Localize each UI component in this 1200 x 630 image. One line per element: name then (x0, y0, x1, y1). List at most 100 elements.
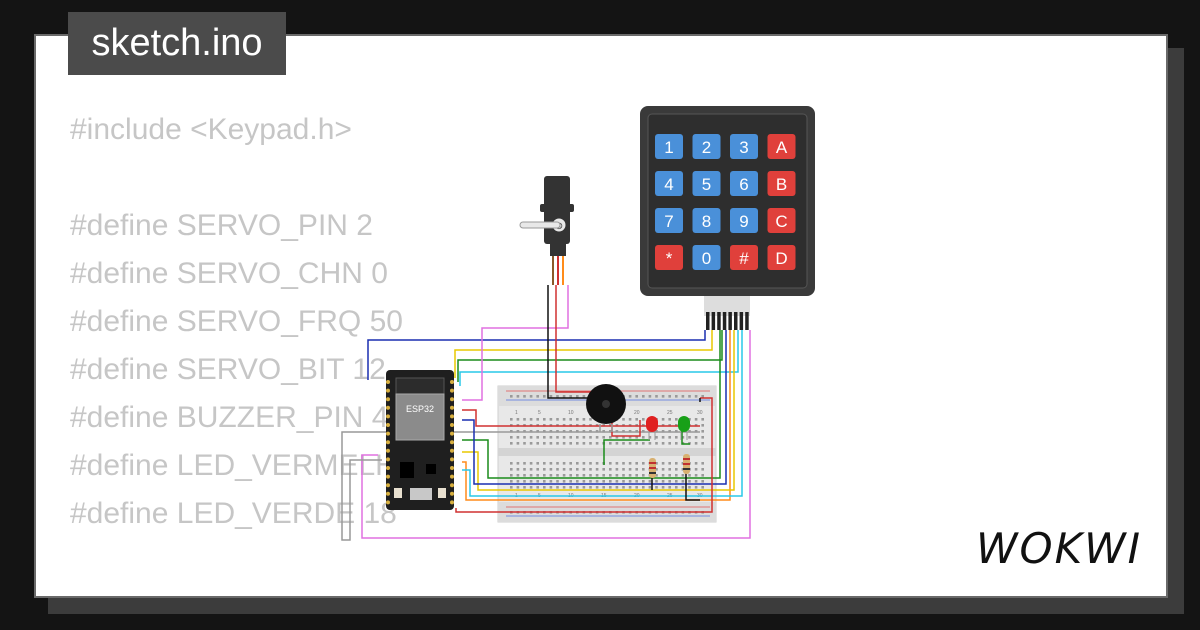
breadboard-hole (615, 468, 619, 471)
connector-pin (728, 312, 732, 330)
breadboard-hole (556, 486, 559, 489)
keypad-key-label: 8 (702, 212, 711, 231)
breadboard-hole (648, 442, 652, 445)
breadboard-hole (549, 474, 553, 477)
breadboard-hole (701, 462, 704, 465)
breadboard-hole (529, 468, 533, 471)
breadboard-hole (536, 395, 539, 398)
breadboard-hole (556, 462, 559, 465)
code-line: #define SERVO_PIN 2 (70, 209, 373, 242)
keypad-key-label: B (776, 175, 787, 194)
breadboard-hole (562, 468, 566, 471)
keypad-key: C (767, 208, 796, 233)
keypad-key-label: C (775, 212, 787, 231)
breadboard-hole (635, 395, 638, 398)
breadboard-hole (523, 442, 526, 445)
breadboard-hole (543, 395, 546, 398)
breadboard-hole (675, 462, 678, 465)
breadboard-hole (510, 462, 513, 465)
keypad-connector (706, 312, 749, 330)
resistor (649, 458, 656, 478)
breadboard-hole (549, 395, 553, 398)
breadboard-hole (595, 468, 599, 471)
breadboard-hole (529, 395, 533, 398)
breadboard-hole (642, 418, 645, 421)
breadboard-hole (543, 474, 546, 477)
breadboard-hole (556, 418, 559, 421)
breadboard-hole (668, 395, 671, 398)
keypad-key-label: 0 (702, 249, 711, 268)
esp32-pin (450, 483, 454, 488)
breadboard-hole (569, 462, 572, 465)
esp32-pin (386, 423, 390, 427)
breadboard-hole (595, 474, 599, 477)
breadboard-hole (510, 474, 513, 477)
keypad-key-label: 1 (664, 138, 673, 157)
breadboard-hole (589, 468, 592, 471)
breadboard-hole (576, 436, 579, 439)
keypad-key: * (655, 245, 683, 270)
breadboard-hole (622, 486, 625, 489)
breadboard-hole (701, 474, 704, 477)
breadboard-hole (688, 418, 691, 421)
breadboard-hole (609, 486, 612, 489)
breadboard-hole (510, 468, 513, 471)
breadboard-hole (681, 486, 685, 489)
breadboard-hole (523, 395, 526, 398)
breadboard-hole (635, 486, 638, 489)
breadboard-hole (602, 480, 605, 483)
breadboard-hole (628, 418, 632, 421)
breadboard-hole (562, 486, 566, 489)
breadboard-hole (642, 462, 645, 465)
breadboard-hole (661, 486, 665, 489)
keypad-key: 0 (692, 245, 721, 270)
esp32-pin (450, 388, 454, 393)
esp32-pin (386, 457, 390, 462)
breadboard-hole (694, 418, 698, 421)
breadboard-hole (628, 474, 632, 477)
breadboard-hole (582, 436, 586, 439)
breadboard-hole (628, 442, 632, 445)
breadboard-hole (589, 442, 592, 445)
bb-number: 1 (515, 410, 518, 416)
breadboard-hole (615, 436, 619, 439)
keypad-key: 8 (692, 208, 721, 233)
keypad-key-label: 4 (664, 175, 673, 194)
breadboard-hole (569, 474, 572, 477)
breadboard-hole (681, 480, 685, 483)
breadboard-hole (668, 436, 671, 439)
breadboard-hole (556, 436, 559, 439)
esp32-pin (386, 474, 390, 479)
breadboard-hole (543, 480, 546, 483)
esp32-pin (386, 440, 390, 445)
esp32-pin (386, 466, 390, 470)
breadboard-hole (609, 474, 612, 477)
esp32-pin (450, 397, 454, 402)
breadboard-hole (661, 480, 665, 483)
breadboard-hole (556, 474, 559, 477)
led-red (646, 416, 658, 440)
esp32-pin (386, 491, 390, 496)
breadboard-hole (569, 486, 572, 489)
breadboard-hole (602, 468, 605, 471)
esp32-pin (450, 405, 454, 410)
breadboard-hole (549, 486, 553, 489)
breadboard-hole (523, 480, 526, 483)
breadboard-hole (655, 436, 658, 439)
breadboard-hole (661, 436, 665, 439)
buzzer (586, 384, 626, 432)
breadboard-hole (602, 436, 605, 439)
keypad-key: 3 (730, 134, 758, 159)
breadboard-hole (543, 468, 546, 471)
breadboard-hole (701, 424, 704, 427)
breadboard-hole (582, 468, 586, 471)
breadboard-hole (569, 468, 572, 471)
esp32-pin (450, 423, 454, 427)
file-title-badge: sketch.ino (68, 12, 286, 75)
breadboard-hole (635, 418, 638, 421)
breadboard-hole (655, 480, 658, 483)
breadboard-hole (701, 442, 704, 445)
breadboard-hole (681, 474, 685, 477)
breadboard-hole (536, 474, 539, 477)
